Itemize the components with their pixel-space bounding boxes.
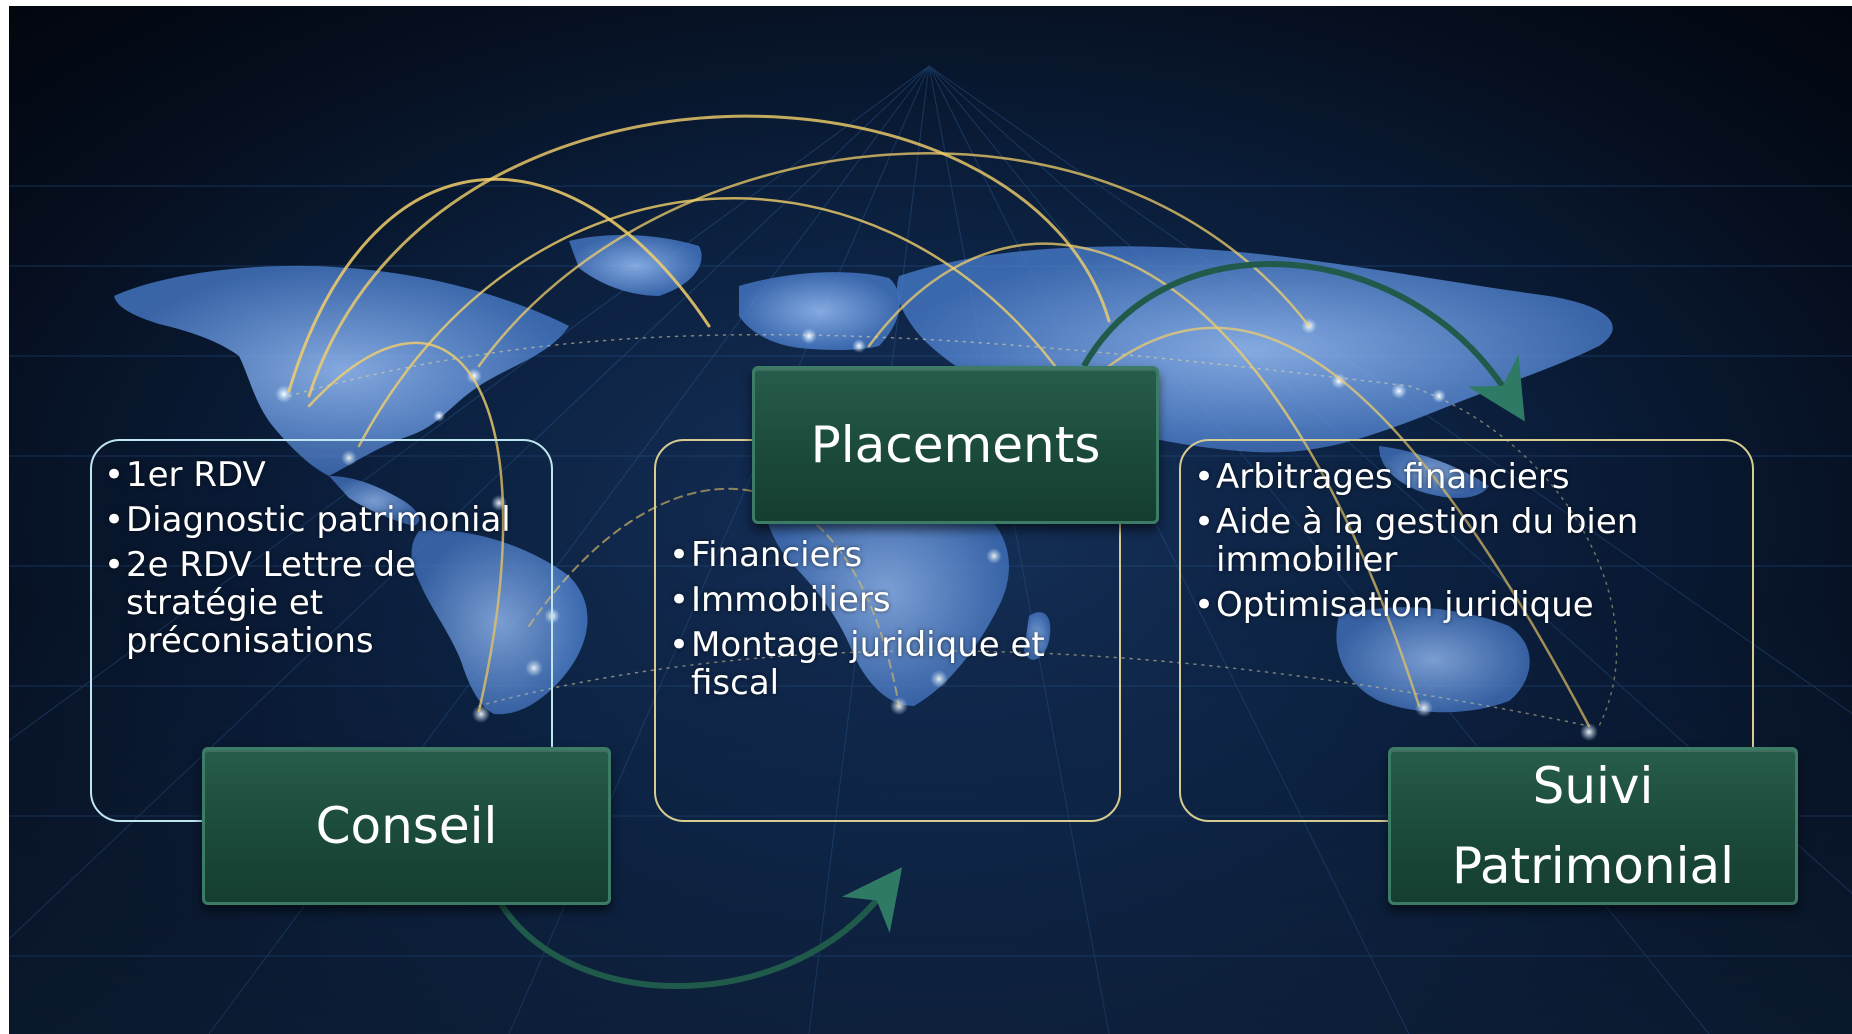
australia bbox=[1336, 607, 1530, 713]
slide: 1er RDV Diagnostic patrimonial 2e RDV Le… bbox=[9, 6, 1852, 1034]
step-suivi-title-line2: Patrimonial bbox=[1451, 837, 1734, 895]
suivi-bullet: Aide à la gestion du bien immobilier bbox=[1194, 503, 1754, 579]
step-suivi-title-line1: Suivi bbox=[1532, 757, 1654, 815]
conseil-bullet: 1er RDV bbox=[104, 456, 544, 494]
step-placements-box: Placements bbox=[752, 366, 1159, 524]
step-conseil-title: Conseil bbox=[315, 797, 498, 855]
suivi-bullet: Arbitrages financiers bbox=[1194, 458, 1754, 496]
arrow-conseil-to-placements bbox=[496, 867, 903, 989]
placements-bullet: Montage juridique et fiscal bbox=[669, 626, 1114, 702]
conseil-bullet-list: 1er RDV Diagnostic patrimonial 2e RDV Le… bbox=[104, 456, 544, 667]
placements-bullet: Immobiliers bbox=[669, 581, 1114, 619]
suivi-bullet-list: Arbitrages financiers Aide à la gestion … bbox=[1194, 458, 1754, 631]
placements-bullet-list: Financiers Immobiliers Montage juridique… bbox=[669, 536, 1114, 709]
conseil-bullet: Diagnostic patrimonial bbox=[104, 501, 544, 539]
step-placements-title: Placements bbox=[810, 416, 1101, 474]
conseil-bullet: 2e RDV Lettre de stratégie et préconisat… bbox=[104, 546, 544, 660]
north-america bbox=[114, 265, 569, 476]
step-conseil-box: Conseil bbox=[202, 747, 611, 905]
placements-bullet: Financiers bbox=[669, 536, 1114, 574]
arrow-placements-to-suivi bbox=[1081, 261, 1525, 422]
suivi-bullet: Optimisation juridique bbox=[1194, 586, 1754, 624]
step-suivi-box: Suivi Patrimonial bbox=[1388, 747, 1798, 905]
europe bbox=[739, 272, 900, 351]
